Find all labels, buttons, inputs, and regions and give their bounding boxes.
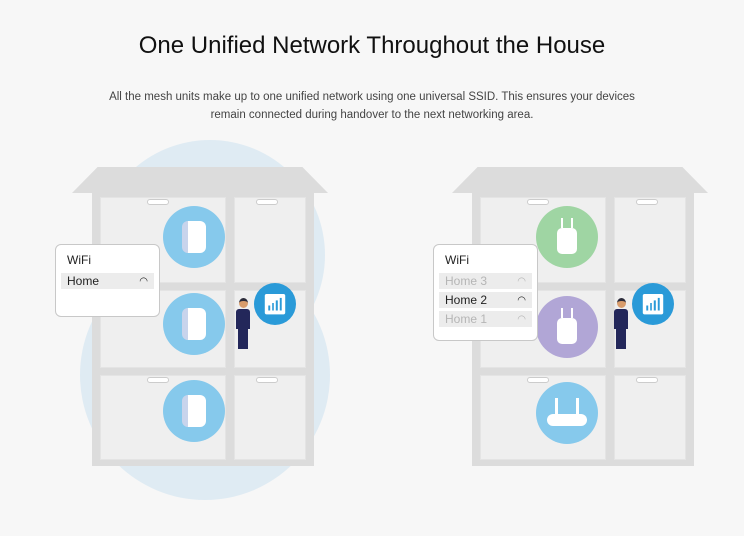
- network-item-home-2[interactable]: Home 2◠: [439, 292, 532, 308]
- mesh-unit-icon: [163, 293, 225, 355]
- wifi-signal-icon: 📶︎: [254, 283, 296, 325]
- network-item-home[interactable]: Home◠: [61, 273, 154, 289]
- wifi-panel-right: WiFi Home 3◠ Home 2◠ Home 1◠: [433, 244, 538, 341]
- wifi-icon: ◠: [517, 313, 526, 325]
- mesh-unit-icon: [163, 206, 225, 268]
- network-item-home-1[interactable]: Home 1◠: [439, 311, 532, 327]
- wifi-icon: ◠: [517, 275, 526, 287]
- wifi-panel-title: WiFi: [445, 253, 469, 267]
- wifi-icon: ◠: [517, 294, 526, 306]
- network-item-home-3[interactable]: Home 3◠: [439, 273, 532, 289]
- range-extender-icon: [536, 206, 598, 268]
- page-title: One Unified Network Throughout the House: [138, 32, 606, 59]
- wifi-icon: ◠: [139, 275, 148, 287]
- router-icon: [536, 382, 598, 444]
- wifi-signal-icon: 📶︎: [632, 283, 674, 325]
- mesh-unit-icon: [163, 380, 225, 442]
- person-with-phone-icon: [614, 298, 628, 350]
- wifi-panel-title: WiFi: [67, 253, 91, 267]
- range-extender-icon: [536, 296, 598, 358]
- wifi-panel-left: WiFi Home◠: [55, 244, 160, 317]
- person-with-phone-icon: [236, 298, 250, 350]
- page-description: All the mesh units make up to one unifie…: [109, 91, 635, 121]
